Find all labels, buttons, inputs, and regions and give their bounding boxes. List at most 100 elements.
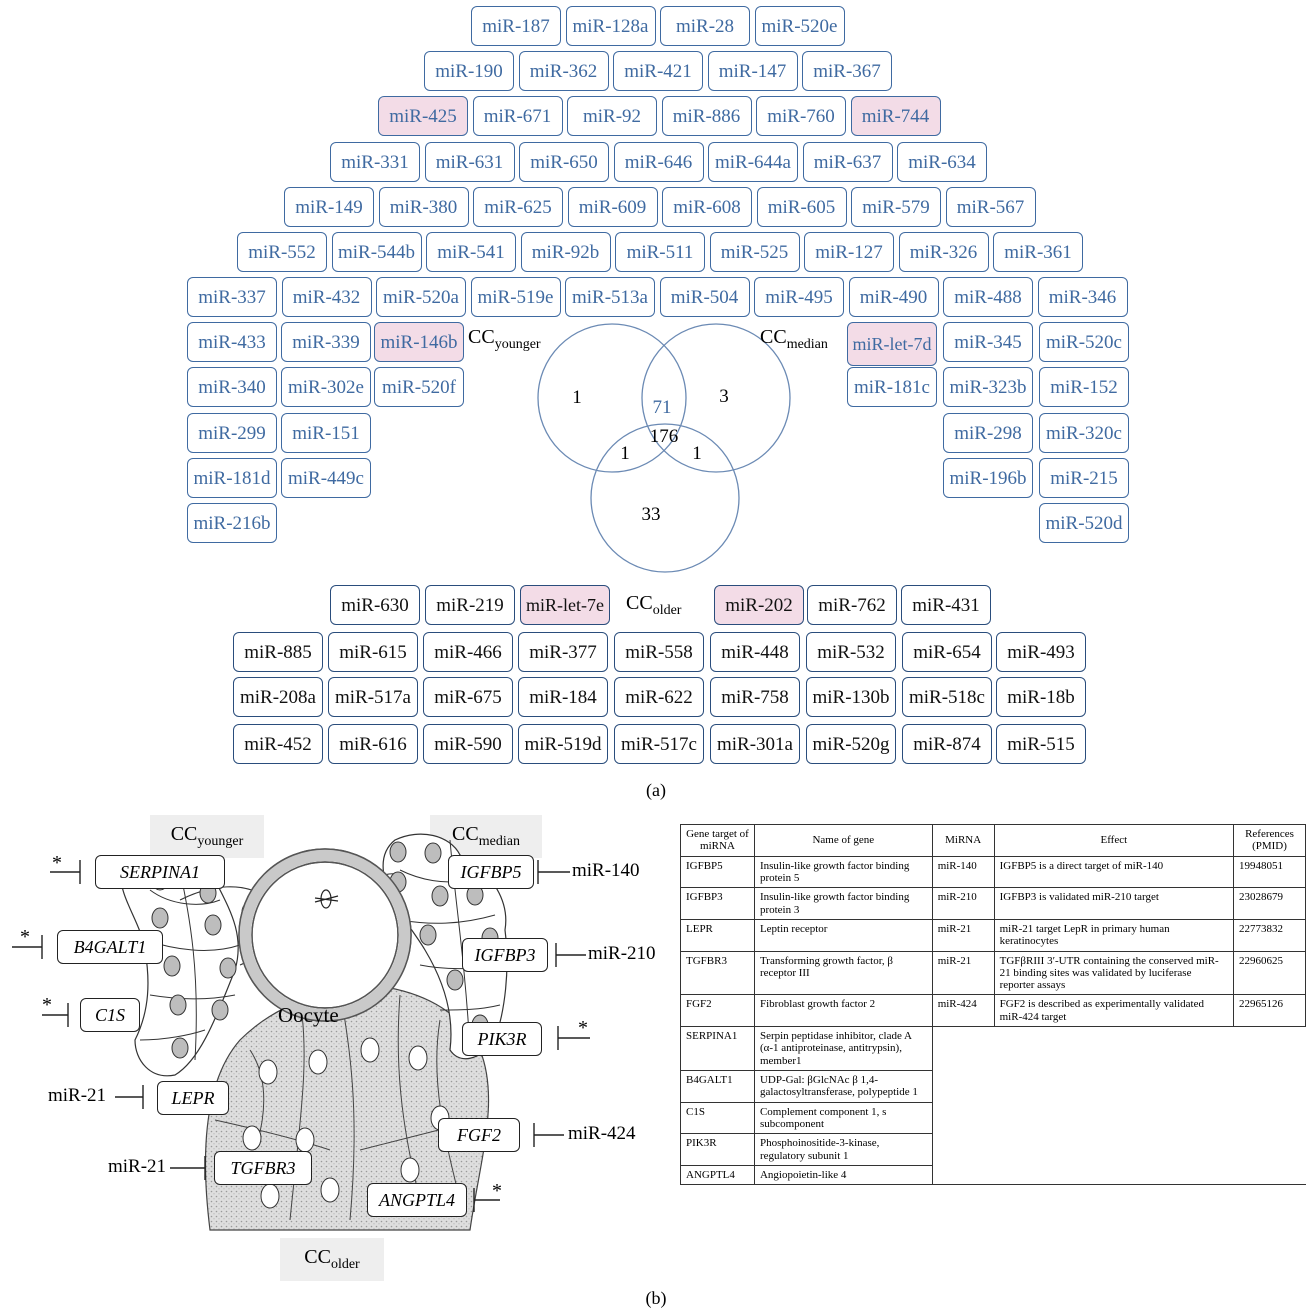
mirna-box: miR-760	[756, 96, 846, 136]
gene-target-table: Gene target of miRNA Name of gene MiRNA …	[680, 824, 1306, 1186]
mirna-box: miR-495	[754, 277, 844, 317]
mirna-box: miR-362	[518, 51, 609, 91]
mirna-box: miR-let-7d	[847, 322, 937, 366]
table-cell: 19948051	[1233, 855, 1306, 889]
regulator-igfbp3: miR-210	[588, 943, 656, 964]
oocyte-label: Oocyte	[278, 1003, 339, 1027]
mirna-box: miR-675	[423, 677, 513, 717]
mirna-box: miR-196b	[943, 458, 1033, 498]
table-cell: LEPR	[680, 918, 755, 952]
mirna-box: miR-634	[897, 142, 987, 182]
regulator-pik3r: *	[578, 1017, 588, 1039]
mirna-box: miR-488	[943, 277, 1033, 317]
mirna-box: miR-128a	[565, 6, 656, 46]
mirna-box: miR-886	[661, 96, 752, 136]
table-cell: FGF2	[680, 994, 755, 1028]
cumulus-oocyte-illustration	[12, 833, 590, 1231]
mirna-box: miR-609	[567, 187, 658, 227]
mirna-box: miR-541	[426, 232, 516, 272]
mirna-box: miR-377	[518, 632, 608, 672]
tag-cc-older: CColder	[280, 1238, 384, 1281]
mirna-box: miR-301a	[710, 724, 800, 764]
table-header: Effect	[993, 824, 1235, 857]
mirna-box: miR-644a	[708, 142, 798, 182]
table-cell: Insulin-like growth factor binding prote…	[753, 855, 933, 889]
venn-circle-older	[590, 423, 740, 573]
mirna-box: miR-517a	[328, 677, 418, 717]
table-cell: SERPINA1	[680, 1026, 755, 1071]
mirna-box: miR-181d	[187, 458, 277, 498]
mirna-box: miR-380	[378, 187, 469, 227]
table-blank-cell	[931, 1102, 1306, 1134]
mirna-box: miR-637	[802, 142, 893, 182]
table-blank-cell	[931, 1026, 1306, 1071]
table-cell: Transforming growth factor, β receptor I…	[753, 950, 933, 996]
table-header-row: Gene target of miRNA Name of gene MiRNA …	[680, 824, 1306, 857]
mirna-box: miR-615	[328, 632, 418, 672]
venn-older-only: 33	[641, 504, 661, 525]
table-cell: ANGPTL4	[680, 1164, 755, 1186]
mirna-box: miR-517c	[614, 724, 704, 764]
regulator-igfbp5: miR-140	[572, 860, 640, 881]
venn-median-only: 3	[719, 386, 729, 407]
gene-lepr: LEPR	[157, 1081, 229, 1115]
table-cell: Angiopoietin-like 4	[753, 1164, 933, 1186]
table-cell: TGFβRIII 3′-UTR containing the conserved…	[993, 950, 1235, 996]
gene-igfbp5: IGFBP5	[448, 855, 534, 889]
gene-igfbp3: IGFBP3	[462, 938, 548, 972]
mirna-box: miR-449c	[281, 458, 371, 498]
table-cell: miR-424	[931, 994, 995, 1028]
mirna-box: miR-520g	[806, 724, 896, 764]
table-blank-cell	[931, 1070, 1306, 1103]
mirna-box: miR-625	[473, 187, 563, 227]
caption-a: (a)	[646, 780, 666, 800]
mirna-box: miR-874	[902, 724, 992, 764]
mirna-box: miR-567	[945, 187, 1036, 227]
mirna-box: miR-323b	[943, 367, 1033, 407]
gene-b4galt1: B4GALT1	[57, 930, 163, 964]
table-cell: TGFBR3	[680, 950, 755, 996]
mirna-box: miR-421	[613, 51, 703, 91]
mirna-box: miR-630	[330, 585, 420, 625]
mirna-box: miR-181c	[847, 367, 937, 407]
caption-b: (b)	[645, 1288, 667, 1308]
venn-younger-older: 1	[620, 443, 630, 464]
mirna-box: miR-519d	[518, 724, 608, 764]
mirna-box: miR-331	[330, 142, 420, 182]
mirna-box: miR-432	[281, 277, 372, 317]
mirna-box: miR-493	[996, 632, 1086, 672]
table-cell: 23028679	[1233, 887, 1306, 920]
mirna-box: miR-616	[328, 724, 418, 764]
mirna-box: miR-346	[1037, 277, 1128, 317]
mirna-box: miR-302e	[281, 367, 371, 407]
venn-circle-younger	[537, 323, 687, 473]
mirna-box: miR-216b	[187, 503, 277, 543]
mirna-box: miR-518c	[902, 677, 992, 717]
table-cell: miR-210	[931, 887, 995, 920]
table-cell: Insulin-like growth factor binding prote…	[753, 887, 933, 920]
gene-serpina1: SERPINA1	[95, 855, 225, 889]
table-cell: Fibroblast growth factor 2	[753, 994, 933, 1028]
mirna-box: miR-650	[519, 142, 609, 182]
mirna-box: miR-544b	[331, 232, 422, 272]
mirna-box: miR-490	[848, 277, 939, 317]
table-cell: FGF2 is described as experimentally vali…	[993, 994, 1235, 1028]
gene-tgfbr3: TGFBR3	[214, 1151, 312, 1185]
mirna-box: miR-28	[660, 6, 750, 46]
regulator-b4galt1: *	[20, 926, 30, 948]
mirna-box: miR-504	[659, 277, 750, 317]
regulator-tgfbr3: miR-21	[108, 1156, 167, 1177]
mirna-box: miR-let-7e	[520, 585, 610, 625]
mirna-box: miR-345	[943, 322, 1033, 362]
mirna-box: miR-671	[472, 96, 563, 136]
mirna-box: miR-590	[423, 724, 513, 764]
